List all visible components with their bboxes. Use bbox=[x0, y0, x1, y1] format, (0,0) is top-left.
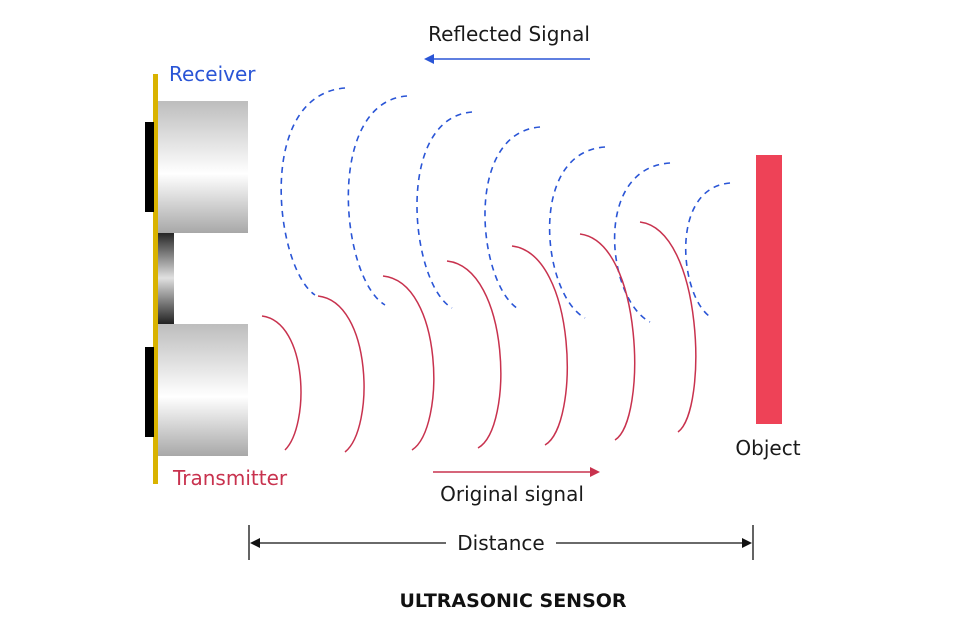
diagram-title: ULTRASONIC SENSOR bbox=[399, 590, 626, 612]
distance-label: Distance bbox=[457, 531, 544, 555]
reflected-wave bbox=[280, 87, 346, 296]
object-label: Object bbox=[735, 436, 800, 460]
sensor-crystal bbox=[158, 232, 174, 324]
reflected-wave bbox=[484, 126, 541, 311]
original-wave bbox=[511, 245, 568, 446]
distance-dimension bbox=[248, 525, 754, 560]
reflected-wave bbox=[416, 111, 473, 309]
original-wave bbox=[446, 260, 502, 449]
original-signal-waves bbox=[261, 221, 697, 453]
sensor-module bbox=[145, 74, 248, 484]
original-wave bbox=[579, 233, 636, 441]
original-signal-label: Original signal bbox=[440, 482, 584, 506]
original-arrow bbox=[433, 467, 600, 477]
transmitter-cylinder bbox=[158, 324, 248, 456]
reflected-signal-label: Reflected Signal bbox=[428, 22, 590, 46]
original-wave bbox=[382, 275, 435, 451]
reflected-wave bbox=[548, 146, 606, 319]
reflected-wave bbox=[347, 95, 408, 306]
reflected-wave bbox=[613, 162, 671, 323]
object-target bbox=[756, 155, 782, 424]
receiver-back-plate bbox=[145, 122, 154, 212]
reflected-arrow bbox=[424, 54, 590, 64]
transmitter-back-plate bbox=[145, 347, 154, 437]
receiver-label: Receiver bbox=[169, 62, 256, 86]
reflected-wave bbox=[684, 182, 731, 319]
original-wave bbox=[639, 221, 697, 433]
reflected-signal-waves bbox=[280, 87, 731, 323]
sensor-pcb-board bbox=[153, 74, 158, 484]
transmitter-label: Transmitter bbox=[172, 466, 288, 490]
receiver-cylinder bbox=[158, 101, 248, 233]
original-wave bbox=[317, 295, 365, 453]
original-wave bbox=[261, 315, 302, 451]
